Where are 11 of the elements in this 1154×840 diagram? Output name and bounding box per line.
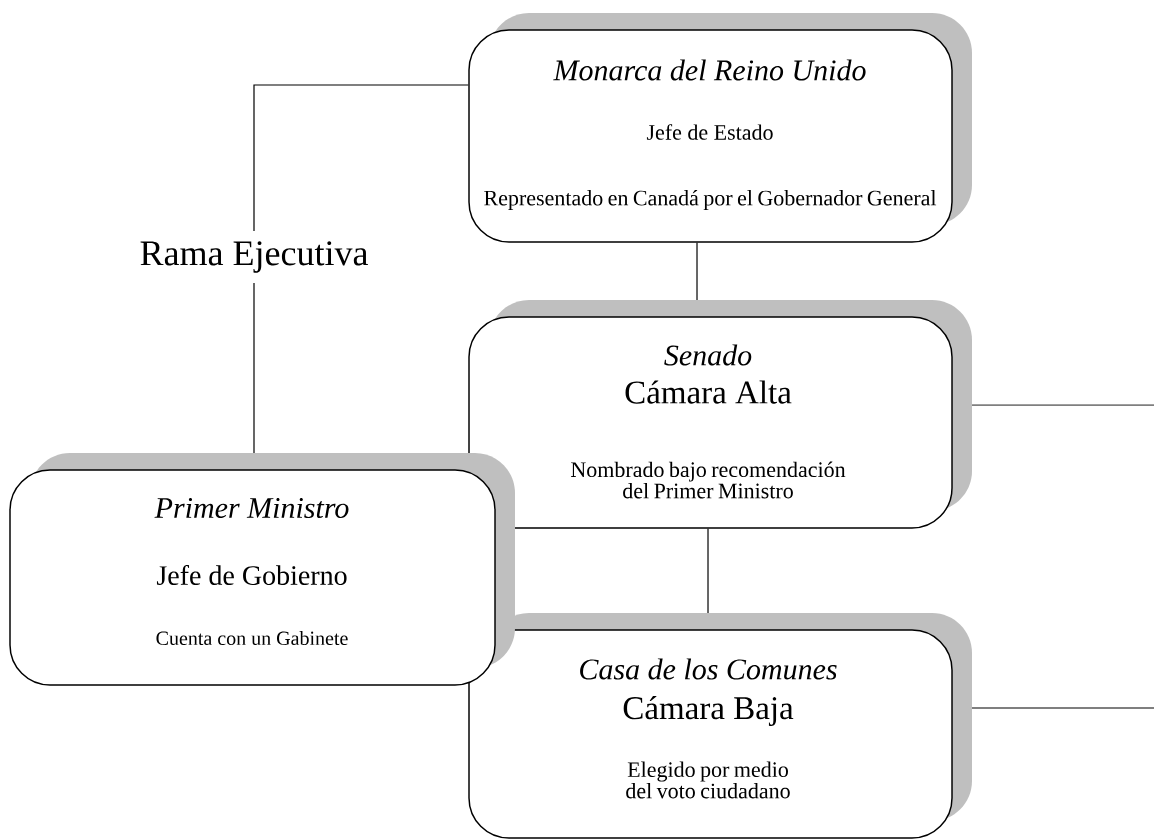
connector-line xyxy=(971,404,1154,406)
connector-line xyxy=(253,282,255,454)
connector-line xyxy=(971,707,1154,709)
rounded-box: Senado Cámara Alta Nombrado bajo recomendación del Primer Ministro xyxy=(468,300,972,529)
rounded-box: Primer Ministro Jefe de Gobierno Cuenta con un Gabinete xyxy=(9,453,515,686)
connector-line xyxy=(707,528,709,614)
connector-line xyxy=(253,84,469,232)
rounded-box: Monarca del Reino Unido Jefe de Estado Representado en Canadá por el Gobernador General xyxy=(468,13,972,243)
branch-label: Rama Ejecutiva xyxy=(140,241,368,273)
connector-line xyxy=(696,242,698,301)
rounded-box: Casa de los Comunes Cámara Baja Elegido por medio del voto ciudadano xyxy=(468,613,972,839)
